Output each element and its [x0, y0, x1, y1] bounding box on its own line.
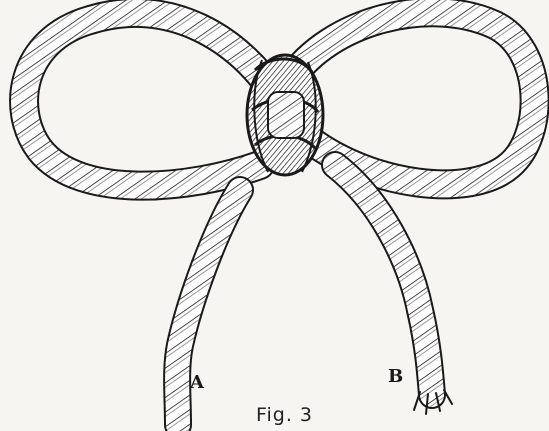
- end-label-b: B: [388, 366, 403, 387]
- figure-caption: Fig. 3: [10, 404, 549, 426]
- left-loop: [24, 13, 275, 186]
- rope-end-a: [177, 190, 240, 425]
- end-label-a: A: [190, 372, 204, 393]
- center-knot: [247, 55, 323, 175]
